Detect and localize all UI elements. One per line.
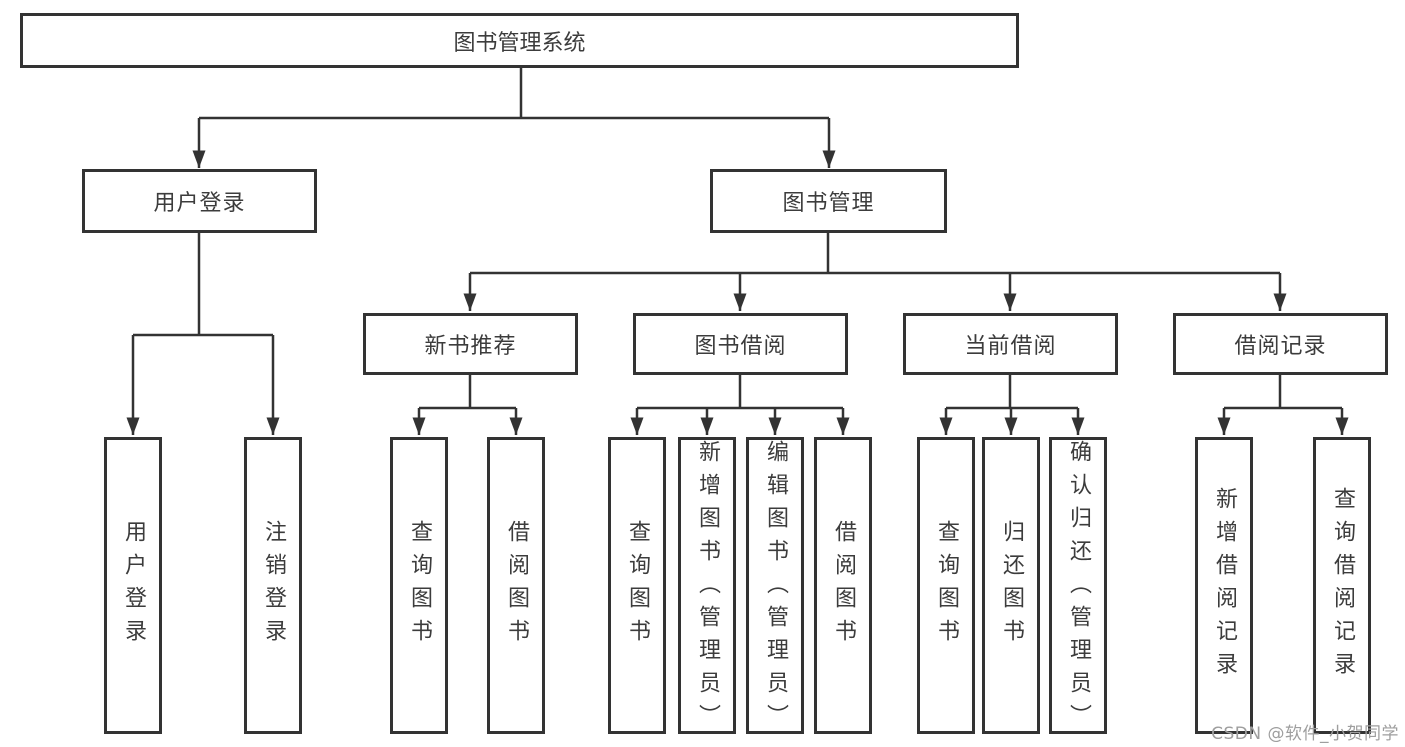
node-current-borrow-label: 当前借阅 bbox=[964, 334, 1057, 359]
leaf-current-query-books: 查询图书 bbox=[917, 437, 975, 734]
leaf-user-login: 用户登录 bbox=[104, 437, 162, 734]
leaf-return-book: 归还图书 bbox=[982, 437, 1040, 734]
leaf-return-book-label: 归还图书 bbox=[999, 519, 1024, 652]
leaf-edit-book-admin: 编辑图书（管理员） bbox=[746, 437, 804, 737]
node-new-book-recommend: 新书推荐 bbox=[363, 313, 578, 375]
leaf-logout-label: 注销登录 bbox=[261, 519, 286, 652]
leaf-add-borrow-record-label: 新增借阅记录 bbox=[1212, 486, 1237, 685]
leaf-confirm-return-admin-label: 确认归还（管理员） bbox=[1066, 440, 1091, 737]
leaf-newbook-borrow-books-label: 借阅图书 bbox=[504, 519, 529, 652]
leaf-edit-book-admin-label: 编辑图书（管理员） bbox=[763, 440, 788, 737]
node-book-borrow: 图书借阅 bbox=[633, 313, 848, 375]
leaf-current-query-books-label: 查询图书 bbox=[934, 519, 959, 652]
leaf-logout: 注销登录 bbox=[244, 437, 302, 734]
node-user-login-label: 用户登录 bbox=[153, 191, 246, 216]
leaf-add-book-admin: 新增图书（管理员） bbox=[678, 437, 736, 737]
node-book-management: 图书管理 bbox=[710, 169, 947, 233]
node-new-book-recommend-label: 新书推荐 bbox=[424, 334, 517, 359]
leaf-user-login-label: 用户登录 bbox=[121, 519, 146, 652]
leaf-borrow-query-books: 查询图书 bbox=[608, 437, 666, 734]
node-book-borrow-label: 图书借阅 bbox=[694, 334, 787, 359]
leaf-borrow-borrow-books: 借阅图书 bbox=[814, 437, 872, 734]
leaf-query-borrow-record-label: 查询借阅记录 bbox=[1330, 486, 1355, 685]
node-user-login: 用户登录 bbox=[82, 169, 317, 233]
leaf-newbook-query-books: 查询图书 bbox=[390, 437, 448, 734]
leaf-add-borrow-record: 新增借阅记录 bbox=[1195, 437, 1253, 734]
leaf-query-borrow-record: 查询借阅记录 bbox=[1313, 437, 1371, 734]
node-current-borrow: 当前借阅 bbox=[903, 313, 1118, 375]
node-book-management-label: 图书管理 bbox=[782, 191, 875, 216]
node-root-label: 图书管理系统 bbox=[453, 30, 586, 56]
leaf-newbook-borrow-books: 借阅图书 bbox=[487, 437, 545, 734]
node-borrow-records-label: 借阅记录 bbox=[1234, 334, 1327, 359]
leaf-borrow-query-books-label: 查询图书 bbox=[625, 519, 650, 652]
leaf-newbook-query-books-label: 查询图书 bbox=[407, 519, 432, 652]
leaf-borrow-borrow-books-label: 借阅图书 bbox=[831, 519, 856, 652]
node-root-system: 图书管理系统 bbox=[20, 13, 1019, 68]
leaf-confirm-return-admin: 确认归还（管理员） bbox=[1049, 437, 1107, 737]
leaf-add-book-admin-label: 新增图书（管理员） bbox=[695, 440, 720, 737]
node-borrow-records: 借阅记录 bbox=[1173, 313, 1388, 375]
csdn-watermark: CSDN @软件_小贺同学 bbox=[1211, 724, 1399, 744]
